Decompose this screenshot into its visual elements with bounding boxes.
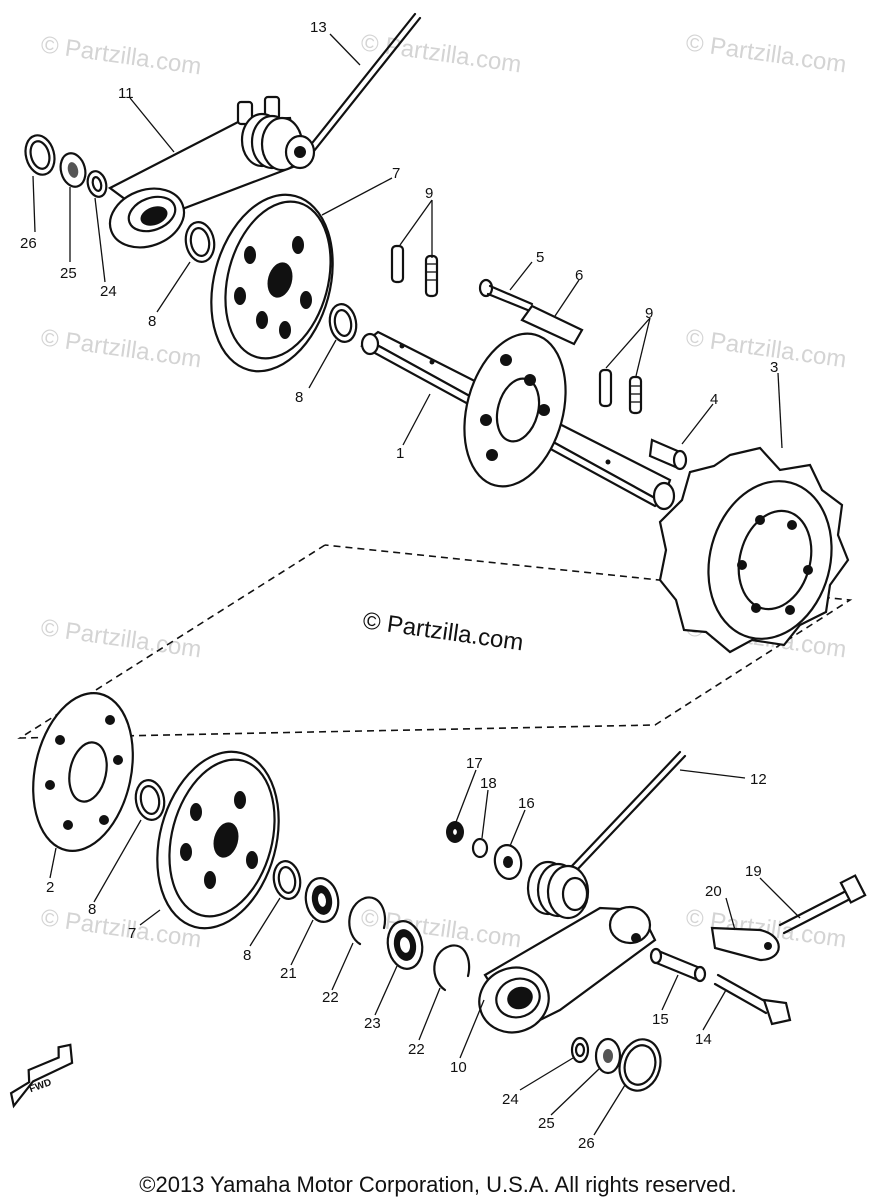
callout-21: 21 <box>280 965 297 982</box>
callout-10: 10 <box>450 1059 467 1076</box>
watermark: © Partzilla.com <box>39 324 203 373</box>
callout-22: 22 <box>408 1041 425 1058</box>
flange-plate-2 <box>32 692 134 852</box>
copyright-notice: ©2013 Yamaha Motor Corporation, U.S.A. A… <box>139 1172 736 1197</box>
callout-26: 26 <box>578 1135 595 1152</box>
washer-24-top <box>86 170 108 198</box>
bracket-20 <box>710 926 780 962</box>
bearing-23 <box>386 920 424 970</box>
callout-9: 9 <box>645 305 653 322</box>
pins-9-right <box>598 368 643 415</box>
callout-4: 4 <box>710 391 718 408</box>
bolt-5 <box>478 278 534 313</box>
nut-25-top <box>59 152 87 188</box>
ring-8-lower-right <box>272 860 302 900</box>
callout-5: 5 <box>536 249 544 266</box>
ring-8-lower-left <box>134 779 166 821</box>
washer-24-bottom <box>570 1036 590 1064</box>
circlip-22-left <box>348 896 387 946</box>
callout-13: 13 <box>310 19 327 36</box>
callout-6: 6 <box>575 267 583 284</box>
callout-8: 8 <box>243 947 251 964</box>
bolt-19 <box>778 874 867 935</box>
callout-9: 9 <box>425 185 433 202</box>
callout-15: 15 <box>652 1011 669 1028</box>
callout-19: 19 <box>745 863 762 880</box>
callout-11: 11 <box>118 85 134 102</box>
callout-3: 3 <box>770 359 778 376</box>
wheel-7-bottom <box>156 750 280 930</box>
watermark: © Partzilla.com <box>684 324 848 373</box>
arm-10 <box>478 905 657 1034</box>
callout-8: 8 <box>148 313 156 330</box>
callout-24: 24 <box>100 283 117 300</box>
callout-7: 7 <box>392 165 400 182</box>
leader-lines <box>32 33 801 1136</box>
callout-18: 18 <box>480 775 497 792</box>
watermark: © Partzilla.com <box>684 29 848 78</box>
callout-25: 25 <box>538 1115 555 1132</box>
bush-4 <box>648 438 688 471</box>
clip-6 <box>520 304 584 346</box>
bearing-21 <box>304 877 340 923</box>
cap-26-bottom <box>618 1038 662 1092</box>
watermark: © Partzilla.com <box>39 31 203 80</box>
callout-2: 2 <box>46 879 54 896</box>
sprocket-3 <box>658 446 850 654</box>
callout-20: 20 <box>705 883 722 900</box>
callout-8: 8 <box>88 901 96 918</box>
callout-23: 23 <box>364 1015 381 1032</box>
arm-11 <box>107 95 316 249</box>
wheel-7-top <box>210 193 334 373</box>
callout-numbers: 13 11 26 25 24 8 7 9 5 6 8 9 3 4 1 2 8 7… <box>20 19 778 1152</box>
flange-disc-2-top <box>463 332 567 488</box>
callout-12: 12 <box>750 771 767 788</box>
watermark: © Partzilla.com <box>39 614 203 663</box>
forward-arrow-icon: FWD <box>9 1043 74 1109</box>
ring-8-upper-left <box>184 221 216 263</box>
nut-17 <box>446 821 464 843</box>
rod-13 <box>303 12 422 158</box>
nut-25-bottom <box>594 1037 622 1075</box>
callout-26: 26 <box>20 235 37 252</box>
circlip-26-top <box>24 134 56 176</box>
center-watermark: © Partzilla.com <box>361 607 525 656</box>
washer-18 <box>471 837 489 859</box>
alignment-dashed-line <box>17 544 853 739</box>
bush-15 <box>649 947 707 983</box>
callout-16: 16 <box>518 795 535 812</box>
callout-1: 1 <box>396 445 404 462</box>
spring-16 <box>493 844 590 920</box>
callout-14: 14 <box>695 1031 712 1048</box>
callout-22: 22 <box>322 989 339 1006</box>
callout-24: 24 <box>502 1091 519 1108</box>
callout-8: 8 <box>295 389 303 406</box>
pins-9-top <box>390 244 439 298</box>
bolt-14 <box>713 973 792 1026</box>
ring-8-middle <box>328 303 358 343</box>
callout-17: 17 <box>466 755 483 772</box>
circlip-22-right <box>433 944 471 992</box>
callout-25: 25 <box>60 265 77 282</box>
callout-7: 7 <box>128 925 136 942</box>
rod-12 <box>568 750 687 874</box>
